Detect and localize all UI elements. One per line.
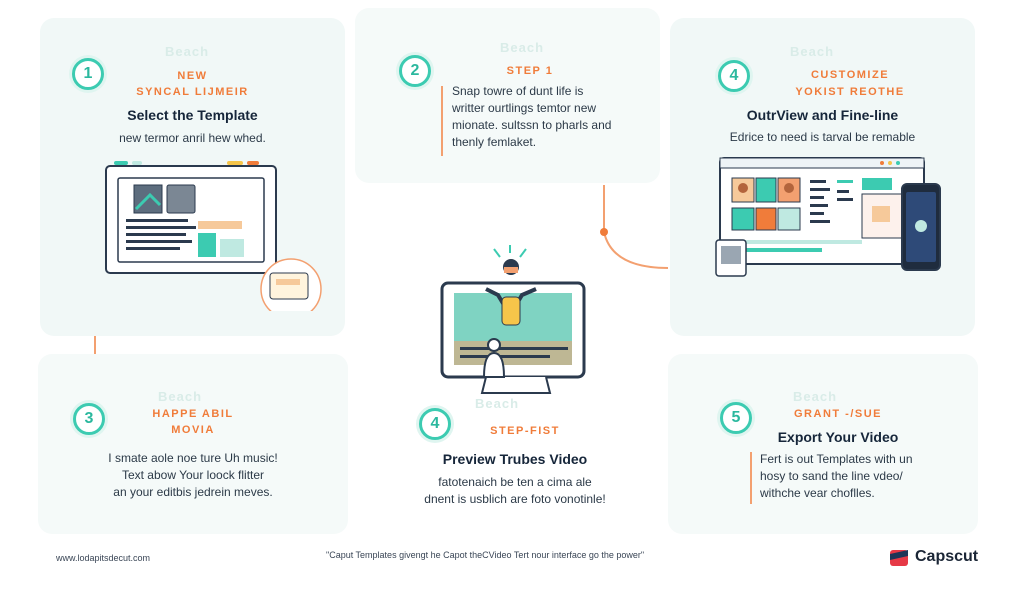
step-title: Preview Trubes Video bbox=[442, 451, 588, 467]
ghost-label: Beach bbox=[475, 396, 520, 411]
step-kicker: HAPPE ABIL bbox=[152, 408, 234, 420]
step-kicker: STEP 1 bbox=[506, 65, 554, 77]
desc-line: withche vear choflles. bbox=[760, 486, 875, 500]
accent-bar bbox=[750, 452, 752, 504]
step-kicker: CUSTOMIZE bbox=[810, 69, 890, 81]
step-desc: I smate aole noe ture Uh music! Text abo… bbox=[38, 450, 348, 501]
step-kicker: STEP-FIST bbox=[490, 425, 560, 437]
step-desc: fatotenaich be ten a cima ale dnent is u… bbox=[405, 474, 625, 508]
step-card-3: 4 Beach CUSTOMIZE YOKIST REOTHE OutrView… bbox=[670, 18, 975, 336]
desc-line: Fert is out Templates with un bbox=[760, 452, 913, 466]
step-title: Export Your Video bbox=[777, 429, 899, 445]
connector-dot bbox=[600, 228, 608, 236]
desc-line: dnent is usblich are foto vonotinle! bbox=[424, 492, 606, 506]
footer-quote: "Caput Templates givengt he Capot theCVi… bbox=[326, 550, 645, 560]
step-number-badge: 4 bbox=[419, 408, 451, 440]
preview-illustration bbox=[440, 245, 586, 394]
ghost-label: Beach bbox=[158, 389, 203, 404]
desc-line: I smate aole noe ture Uh music! bbox=[108, 451, 278, 465]
desc-line: fatotenaich be ten a cima ale bbox=[438, 475, 592, 489]
capcut-logo-icon bbox=[890, 550, 908, 566]
step-desc: Snap towre of dunt life is writter ourtl… bbox=[452, 83, 611, 151]
step-number-badge: 5 bbox=[720, 402, 752, 434]
step-number-badge: 4 bbox=[718, 60, 750, 92]
accent-bar bbox=[441, 86, 443, 156]
step-title: Select the Template bbox=[127, 107, 258, 123]
step-desc: Edrice to need is tarval be remable bbox=[729, 130, 916, 144]
step-card-5: 4 Beach STEP-FIST Preview Trubes Video f… bbox=[405, 392, 625, 522]
editor-illustration bbox=[715, 157, 941, 277]
step-card-2: 2 Beach STEP 1 Snap towre of dunt life i… bbox=[355, 8, 660, 183]
ghost-label: Beach bbox=[165, 44, 210, 59]
desc-line: Text abow Your loock flitter bbox=[121, 468, 265, 482]
step-card-6: 5 Beach GRANT -/SUE Export Your Video Fe… bbox=[668, 354, 978, 534]
desc-line: hosy to sand the line vdeo/ bbox=[760, 469, 903, 483]
connector-middle bbox=[603, 185, 669, 269]
kicker-line-2: SYNCAL LIJMEIR bbox=[136, 86, 249, 98]
step-desc: Fert is out Templates with un hosy to sa… bbox=[760, 451, 913, 502]
footer-url[interactable]: www.lodapitsdecut.com bbox=[56, 553, 151, 563]
desc-line: writter ourtlings temtor new bbox=[452, 101, 597, 115]
desc-line: Snap towre of dunt life is bbox=[452, 84, 584, 98]
step-number-badge: 3 bbox=[73, 403, 105, 435]
desc-line: an your editbis jedrein meves. bbox=[113, 485, 273, 499]
kicker-line-1: NEW bbox=[177, 70, 208, 82]
step-kicker-2: MOVIA bbox=[171, 424, 215, 436]
step-kicker: GRANT -/SUE bbox=[794, 408, 882, 420]
step-kicker-2: YOKIST REOTHE bbox=[795, 86, 905, 98]
step-card-4: 3 Beach HAPPE ABIL MOVIA I smate aole no… bbox=[38, 354, 348, 534]
step-title: OutrView and Fine-line bbox=[746, 107, 899, 123]
step-kicker: NEW bbox=[40, 70, 345, 82]
step-number-badge: 1 bbox=[72, 58, 104, 90]
step-kicker-2: SYNCAL LIJMEIR bbox=[40, 86, 345, 98]
desc-line: mionate. sultssn to pharls and bbox=[452, 118, 612, 132]
step-desc: new termor anril hew whed. bbox=[119, 131, 266, 145]
desc-line: thenly femlaket. bbox=[452, 135, 537, 149]
step-card-1: 1 Beach NEW SYNCAL LIJMEIR Select the Te… bbox=[40, 18, 345, 336]
brand-name: Capscut bbox=[915, 548, 979, 565]
ghost-label: Beach bbox=[500, 40, 545, 55]
step-number-badge: 2 bbox=[399, 55, 431, 87]
template-illustration bbox=[105, 161, 322, 311]
ghost-label: Beach bbox=[790, 44, 835, 59]
ghost-label: Beach bbox=[793, 389, 838, 404]
brand: Capscut bbox=[888, 546, 978, 568]
